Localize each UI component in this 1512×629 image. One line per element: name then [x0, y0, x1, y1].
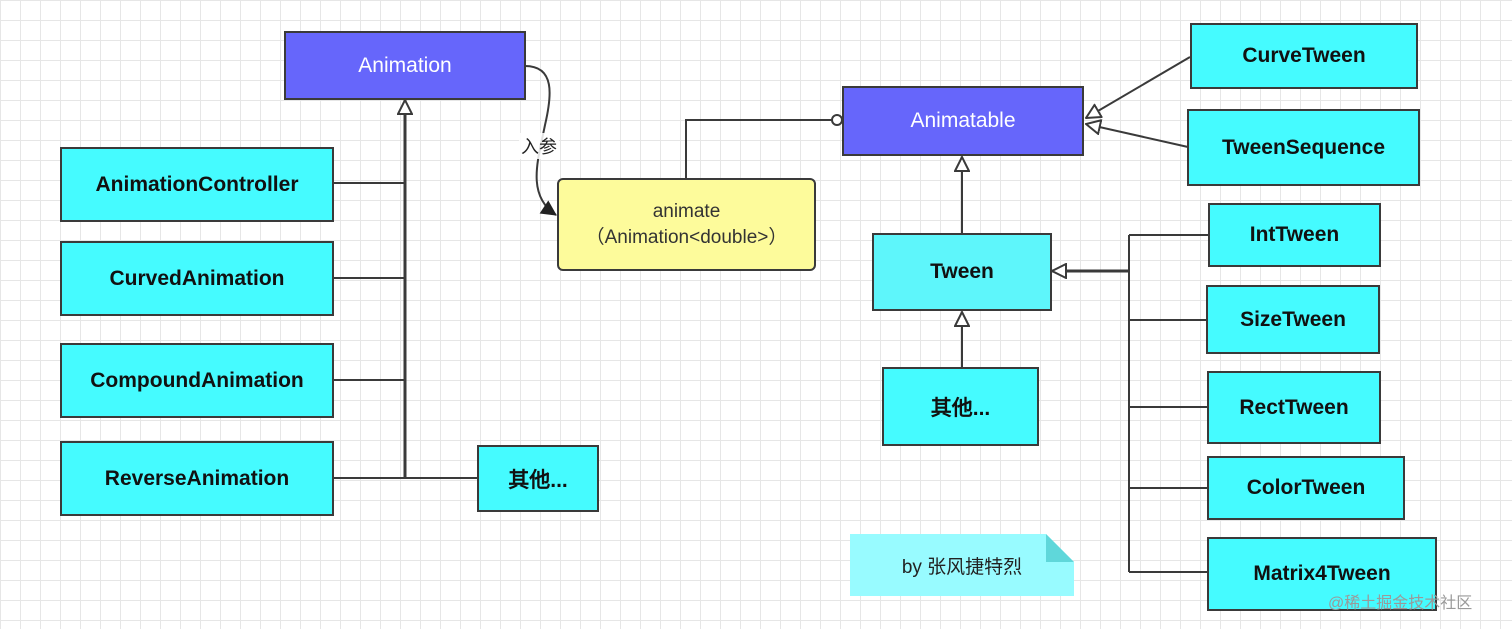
node-animation[interactable]: Animation — [284, 31, 526, 100]
node-rect-tween[interactable]: RectTween — [1207, 371, 1381, 444]
node-int-tween[interactable]: IntTween — [1208, 203, 1381, 267]
animate-method-param: （Animation<double>） — [585, 226, 788, 248]
node-size-tween[interactable]: SizeTween — [1206, 285, 1380, 354]
node-others-right[interactable]: 其他... — [882, 367, 1039, 446]
edge-curvetween — [1086, 56, 1191, 118]
node-matrix4-tween[interactable]: Matrix4Tween — [1207, 537, 1437, 611]
edge-animate-to-animatable — [685, 114, 843, 178]
edge-animation-to-animate — [524, 65, 556, 216]
node-curved-animation[interactable]: CurvedAnimation — [60, 241, 334, 316]
node-animate-method[interactable]: animate （Animation<double>） — [557, 178, 816, 271]
author-note: by 张风捷特烈 — [850, 534, 1074, 596]
node-color-tween[interactable]: ColorTween — [1207, 456, 1405, 520]
node-tween[interactable]: Tween — [872, 233, 1052, 311]
author-note-text: by 张风捷特烈 — [901, 556, 1023, 578]
watermark: @稀土掘金技术社区 — [1328, 595, 1473, 612]
edge-tweensequence — [1086, 124, 1189, 148]
node-reverse-animation[interactable]: ReverseAnimation — [60, 441, 334, 516]
animate-method-name: animate — [652, 200, 721, 222]
node-curve-tween[interactable]: CurveTween — [1190, 23, 1418, 89]
node-animatable[interactable]: Animatable — [842, 86, 1084, 156]
node-tween-sequence[interactable]: TweenSequence — [1187, 109, 1420, 186]
node-others-left[interactable]: 其他... — [477, 445, 599, 512]
node-animation-controller[interactable]: AnimationController — [60, 147, 334, 222]
node-compound-animation[interactable]: CompoundAnimation — [60, 343, 334, 418]
edge-label-input-param: 入参 — [519, 133, 559, 159]
